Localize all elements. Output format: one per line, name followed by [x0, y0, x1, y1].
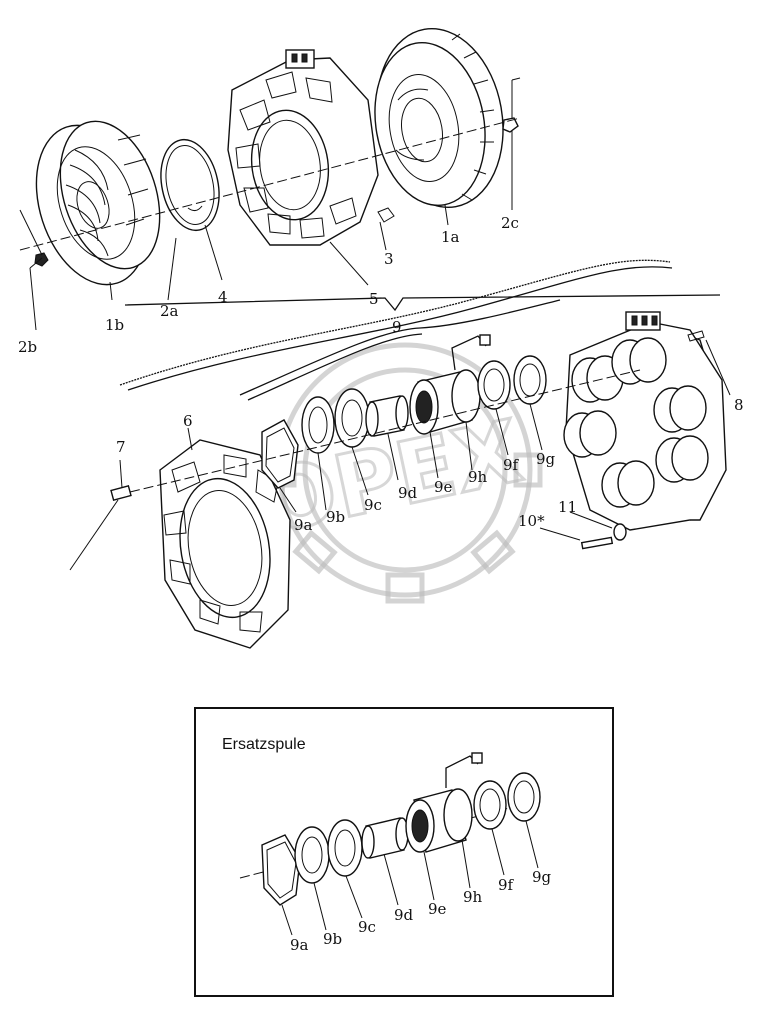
part-1a-fan-wheel: [374, 28, 504, 208]
inset-leader-lines: [281, 820, 539, 936]
part-1b-fan-wheel: [35, 120, 161, 286]
inset-label-9b: 9b: [323, 930, 342, 948]
inset-part-9b: [294, 826, 330, 884]
inset-part-9a: [261, 834, 301, 906]
label-1a: 1a: [441, 228, 460, 246]
label-4: 4: [218, 288, 228, 306]
axis-lines-upper: [19, 77, 521, 331]
label-11: 11: [558, 498, 577, 516]
axis-lines-lower: [69, 339, 731, 571]
inset-part-9f: [473, 780, 507, 830]
label-9d: 9d: [398, 484, 418, 502]
part-9c-washer: [334, 388, 370, 448]
inset-label-9c: 9c: [358, 918, 376, 936]
label-9e: 9e: [434, 478, 453, 496]
inset-label-9f: 9f: [498, 876, 515, 894]
inset-title: Ersatzspule: [222, 736, 306, 753]
label-3: 3: [384, 250, 394, 268]
bolt-2c: [502, 117, 519, 133]
label-5: 5: [369, 290, 379, 308]
part-magnet-housing: [563, 311, 727, 531]
label-9b: 9b: [326, 508, 345, 526]
part-9d-sleeve: [365, 395, 409, 437]
part-9h-connector-wire: [451, 334, 491, 371]
coil-cylinders: [563, 337, 709, 508]
part-9f-washer: [477, 360, 511, 410]
inset-part-9d: [361, 817, 409, 859]
inset-spare-coil: Ersatzspule: [194, 707, 614, 997]
inset-label-9h: 9h: [463, 888, 483, 906]
callout-labels: 1a 1b 2a 2b 2c 3 4 5 6 7 8 9 9a 9b 9c 9d…: [18, 214, 744, 534]
label-9h: 9h: [468, 468, 488, 486]
label-9f: 9f: [503, 456, 520, 474]
clip-3: [377, 207, 395, 223]
inset-part-9h: [445, 752, 483, 788]
screw-8: [687, 330, 705, 342]
label-2a: 2a: [160, 302, 179, 320]
label-9a: 9a: [294, 516, 313, 534]
label-10: 10*: [518, 512, 545, 530]
part-9a-spacer: [261, 419, 299, 489]
part-5-brake-housing: [227, 49, 379, 246]
inset-part-9c: [327, 819, 363, 877]
inset-label-9a: 9a: [290, 936, 309, 954]
label-6: 6: [183, 412, 193, 430]
label-2c: 2c: [501, 214, 519, 232]
inset-label-9e: 9e: [428, 900, 447, 918]
label-9: 9: [392, 318, 402, 336]
label-1b: 1b: [105, 316, 124, 334]
label-2b: 2b: [18, 338, 37, 356]
part-2a-ring: [160, 138, 220, 232]
label-7: 7: [116, 438, 126, 456]
label-8: 8: [734, 396, 744, 414]
inset-label-9g: 9g: [532, 868, 552, 886]
bolt-10: [580, 536, 614, 550]
bolt-2b: [29, 252, 49, 269]
bolt-7: [110, 484, 132, 502]
cable-9: [119, 259, 721, 401]
washer-11: [613, 523, 627, 541]
inset-label-9d: 9d: [394, 906, 414, 924]
part-6-friction-plate: [159, 439, 291, 649]
inset-part-9e: [405, 788, 473, 853]
label-9g: 9g: [536, 450, 556, 468]
label-9c: 9c: [364, 496, 382, 514]
inset-part-9g: [507, 772, 541, 822]
